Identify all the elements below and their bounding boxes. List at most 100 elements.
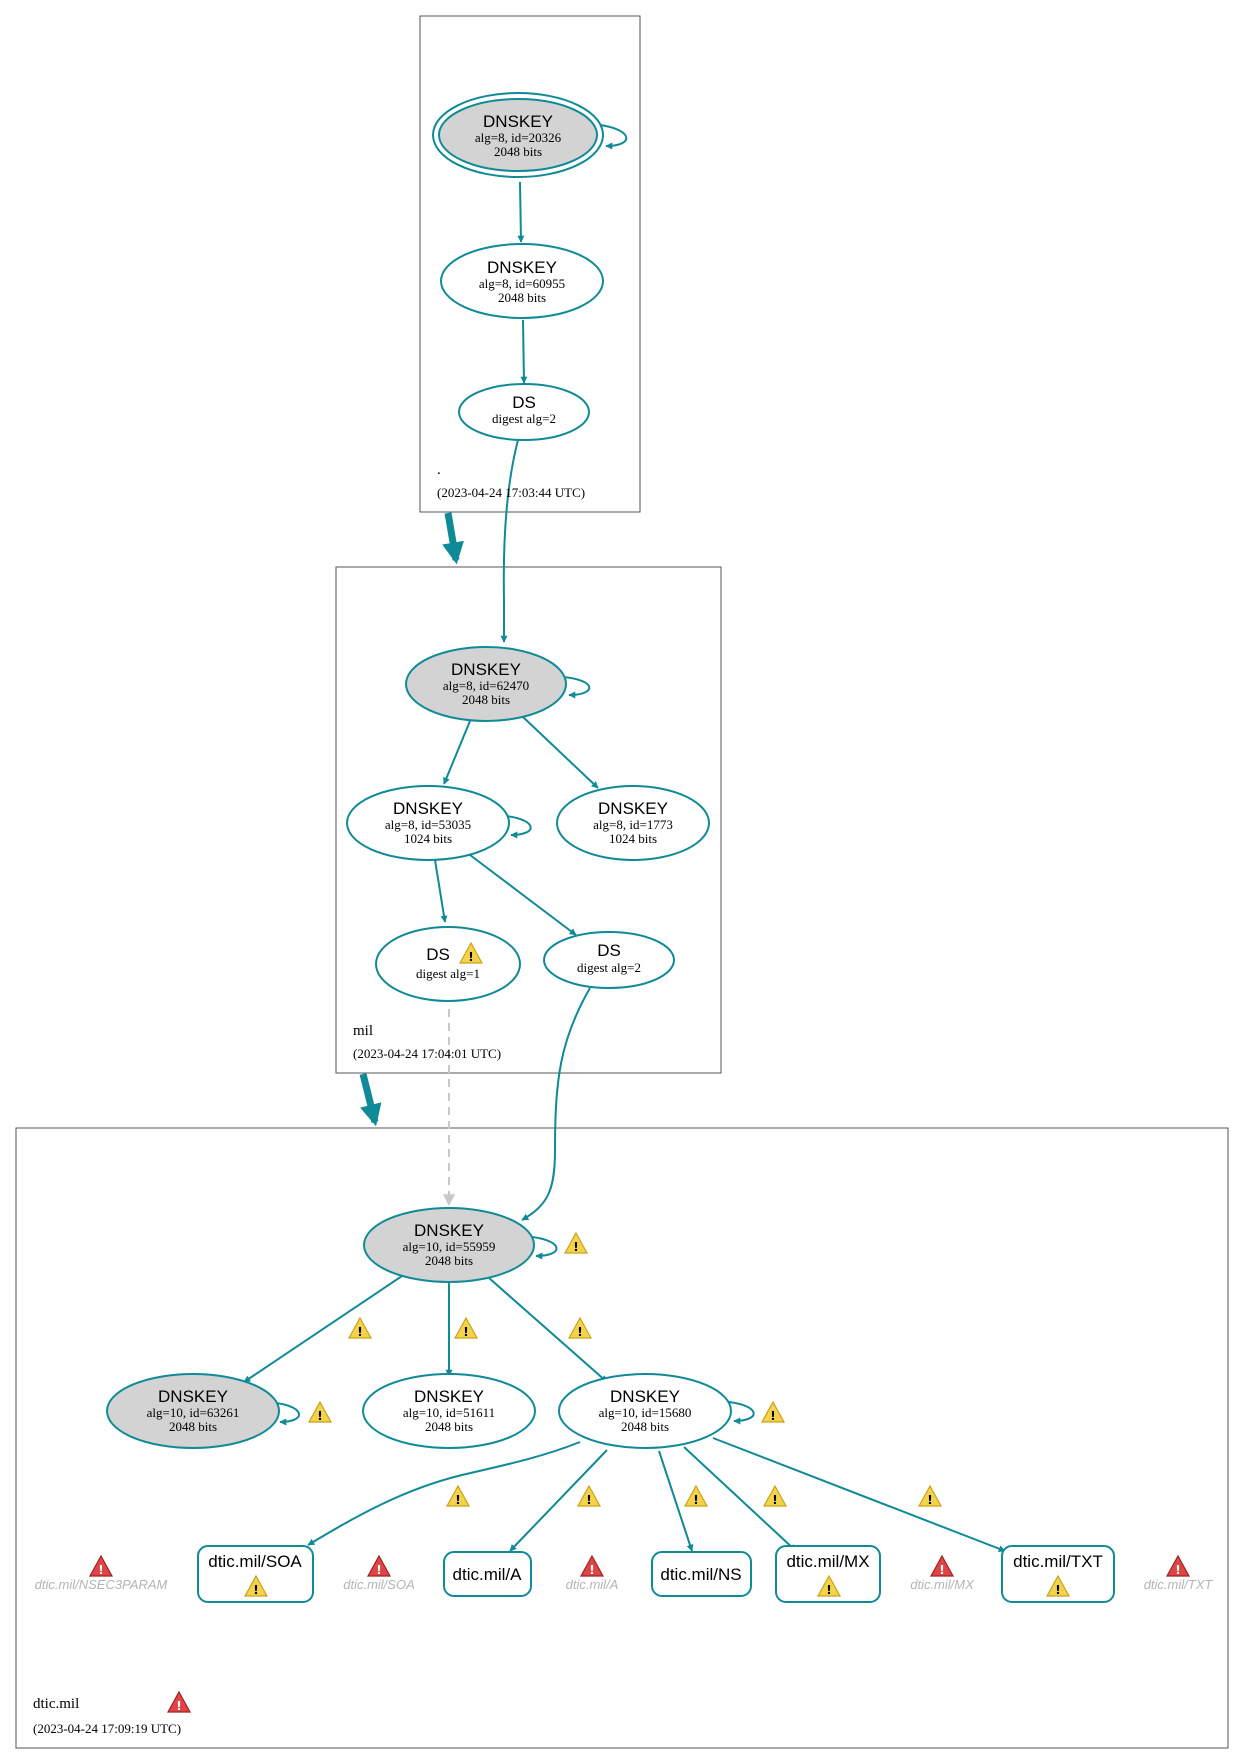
node-dtic-63261[interactable]: DNSKEY alg=10, id=63261 2048 bits (106, 1373, 280, 1449)
warning-icon: ! (576, 1484, 602, 1507)
node-dtic-55959-type: DNSKEY (414, 1221, 484, 1240)
missing-txt[interactable]: ! dtic.mil/TXT (1144, 1554, 1214, 1592)
svg-text:!: ! (468, 950, 473, 964)
zone-dtic-name: dtic.mil (33, 1696, 79, 1712)
svg-text:!: ! (317, 1409, 322, 1423)
node-mil-53035-alg: alg=8, id=53035 (385, 817, 471, 832)
error-icon: ! (366, 1554, 392, 1577)
node-dtic-51611[interactable]: DNSKEY alg=10, id=51611 2048 bits (362, 1373, 536, 1449)
node-mil-zsk-53035[interactable]: DNSKEY alg=8, id=53035 1024 bits (346, 785, 510, 861)
svg-text:!: ! (693, 1493, 698, 1507)
edge-root-ksk-to-zsk (517, 181, 525, 243)
node-dtic-51611-alg: alg=10, id=51611 (403, 1405, 495, 1420)
delegation-mil-to-dtic (359, 1073, 382, 1127)
edge-15680-to-a (509, 1449, 608, 1552)
node-root-zsk-bits: 2048 bits (498, 290, 546, 305)
node-mil-ksk[interactable]: DNSKEY alg=8, id=62470 2048 bits (405, 646, 567, 722)
node-dtic-15680-alg: alg=10, id=15680 (599, 1405, 692, 1420)
edge-dtic-ksk-to-63261 (243, 1275, 403, 1383)
edge-15680-to-txt (712, 1437, 1006, 1552)
svg-text:!: ! (770, 1409, 775, 1423)
node-mil-ds2-type: DS (597, 941, 621, 960)
edge-15680-to-mx (683, 1446, 797, 1552)
svg-text:!: ! (98, 1563, 103, 1577)
warning-icon: ! (683, 1484, 709, 1507)
warning-icon: ! (307, 1400, 333, 1423)
rrset-ns-label: dtic.mil/NS (660, 1565, 741, 1584)
warning-icon: ! (445, 1484, 471, 1507)
zone-root-timestamp: (2023-04-24 17:03:44 UTC) (437, 485, 585, 500)
zone-dtic-timestamp: (2023-04-24 17:09:19 UTC) (33, 1721, 181, 1736)
error-icon: ! (579, 1554, 605, 1577)
node-mil-ds-alg2[interactable]: DS digest alg=2 (543, 931, 675, 989)
rrset-mx[interactable]: dtic.mil/MX ! (775, 1545, 881, 1603)
svg-text:!: ! (463, 1325, 468, 1339)
node-mil-zsk-1773[interactable]: DNSKEY alg=8, id=1773 1024 bits (556, 785, 710, 861)
missing-nsec3param[interactable]: ! dtic.mil/NSEC3PARAM (35, 1554, 168, 1592)
svg-text:!: ! (1055, 1583, 1060, 1597)
node-root-ds[interactable]: DS digest alg=2 (458, 383, 590, 441)
svg-text:!: ! (826, 1583, 831, 1597)
delegation-root-to-mil (442, 512, 464, 565)
node-dtic-51611-bits: 2048 bits (425, 1419, 473, 1434)
selfsign-mil-ksk (562, 676, 591, 699)
rrset-txt-label: dtic.mil/TXT (1013, 1552, 1103, 1571)
node-mil-1773-alg: alg=8, id=1773 (593, 817, 673, 832)
rrset-a-label: dtic.mil/A (453, 1565, 523, 1584)
zone-mil-name: mil (353, 1023, 373, 1039)
svg-text:!: ! (586, 1493, 591, 1507)
node-dtic-15680-type: DNSKEY (610, 1387, 680, 1406)
missing-mx[interactable]: ! dtic.mil/MX (910, 1554, 975, 1592)
rrset-txt[interactable]: dtic.mil/TXT ! (1001, 1545, 1115, 1603)
rrset-soa-label: dtic.mil/SOA (208, 1552, 302, 1571)
selfsign-dtic-15680 (728, 1401, 755, 1425)
node-mil-53035-type: DNSKEY (393, 799, 463, 818)
selfsign-mil-53035 (505, 815, 532, 839)
node-dtic-51611-type: DNSKEY (414, 1387, 484, 1406)
node-dtic-15680-bits: 2048 bits (621, 1419, 669, 1434)
selfsign-root-ksk (599, 124, 628, 150)
svg-text:!: ! (927, 1493, 932, 1507)
edge-mil-ksk-to-53035 (443, 720, 471, 785)
warning-icon: ! (347, 1316, 373, 1339)
node-root-ksk[interactable]: DNSKEY alg=8, id=20326 2048 bits (432, 92, 604, 178)
error-icon: ! (1165, 1554, 1191, 1577)
missing-mx-label: dtic.mil/MX (910, 1577, 975, 1592)
warning-icon: ! (816, 1574, 842, 1597)
node-dtic-ksk-55959[interactable]: DNSKEY alg=10, id=55959 2048 bits (363, 1207, 535, 1283)
edge-53035-to-ds2 (469, 854, 577, 936)
node-dtic-63261-type: DNSKEY (158, 1387, 228, 1406)
rrset-a[interactable]: dtic.mil/A (443, 1551, 532, 1597)
missing-soa-label: dtic.mil/SOA (343, 1577, 415, 1592)
node-mil-ds-alg1[interactable]: DS digest alg=1 ! (375, 926, 521, 1002)
missing-soa[interactable]: ! dtic.mil/SOA (343, 1554, 415, 1592)
zone-root-name: . (437, 462, 441, 478)
edge-root-zsk-to-ds (520, 319, 528, 384)
node-dtic-55959-bits: 2048 bits (425, 1253, 473, 1268)
svg-text:!: ! (772, 1493, 777, 1507)
missing-a[interactable]: ! dtic.mil/A (566, 1554, 619, 1592)
rrset-ns[interactable]: dtic.mil/NS (651, 1551, 752, 1597)
edge-dtic-ksk-to-15680 (488, 1277, 608, 1383)
warning-icon: ! (243, 1574, 269, 1597)
missing-nsec3param-label: dtic.mil/NSEC3PARAM (35, 1577, 168, 1592)
edge-ds2-to-dtic-ksk (521, 987, 591, 1221)
warning-icon: ! (760, 1400, 786, 1423)
svg-text:!: ! (589, 1563, 594, 1577)
rrset-soa[interactable]: dtic.mil/SOA ! (197, 1545, 314, 1603)
warning-icon: ! (458, 941, 484, 964)
zone-mil-timestamp: (2023-04-24 17:04:01 UTC) (353, 1046, 501, 1061)
node-dtic-15680[interactable]: DNSKEY alg=10, id=15680 2048 bits (558, 1373, 732, 1449)
selfsign-dtic-ksk (531, 1236, 558, 1260)
node-root-ds-digest: digest alg=2 (492, 411, 556, 426)
error-icon: ! (929, 1554, 955, 1577)
node-mil-ksk-type: DNSKEY (451, 660, 521, 679)
zone-dtic-box (15, 1127, 1229, 1749)
warning-icon: ! (453, 1316, 479, 1339)
warning-icon: ! (563, 1231, 589, 1254)
node-root-zsk[interactable]: DNSKEY alg=8, id=60955 2048 bits (440, 243, 604, 319)
warning-icon: ! (917, 1484, 943, 1507)
node-mil-1773-type: DNSKEY (598, 799, 668, 818)
svg-text:!: ! (176, 1699, 181, 1713)
